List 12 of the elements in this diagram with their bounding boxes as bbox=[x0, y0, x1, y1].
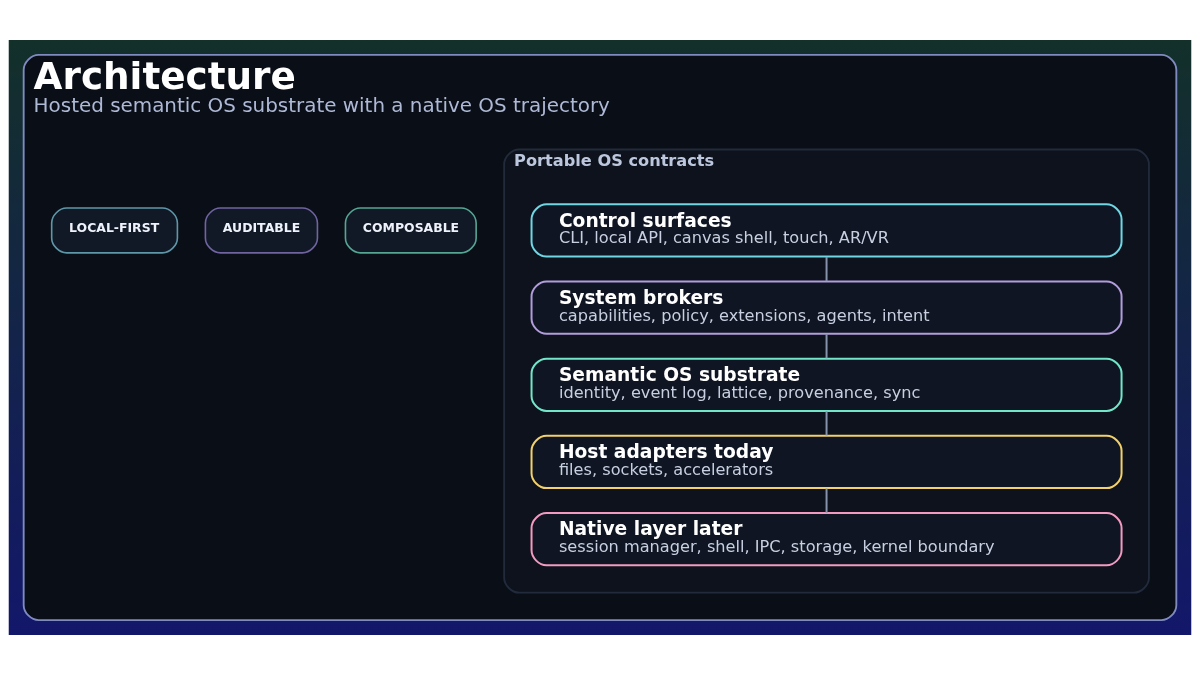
connector bbox=[825, 333, 828, 360]
connector bbox=[825, 410, 828, 437]
node-box: LOCAL-FIRST bbox=[50, 207, 179, 254]
connector bbox=[825, 487, 828, 514]
node-box: Control surfaces CLI, local API, canvas shell, touch, AR/VR bbox=[530, 203, 1123, 258]
node-box: System brokers capabilities, policy, extensions, agents, intent bbox=[530, 280, 1123, 335]
node-box: Native layer later session manager, shell, IPC, storage, kernel boundary bbox=[530, 512, 1123, 567]
node-box: AUDITABLE bbox=[204, 207, 319, 254]
node-box: COMPOSABLE bbox=[344, 207, 477, 254]
node-box: Semantic OS substrate identity, event log, lattice, provenance, sync bbox=[530, 357, 1123, 412]
connector bbox=[825, 256, 828, 283]
node-box: Host adapters today files, sockets, accelerators bbox=[530, 434, 1123, 490]
